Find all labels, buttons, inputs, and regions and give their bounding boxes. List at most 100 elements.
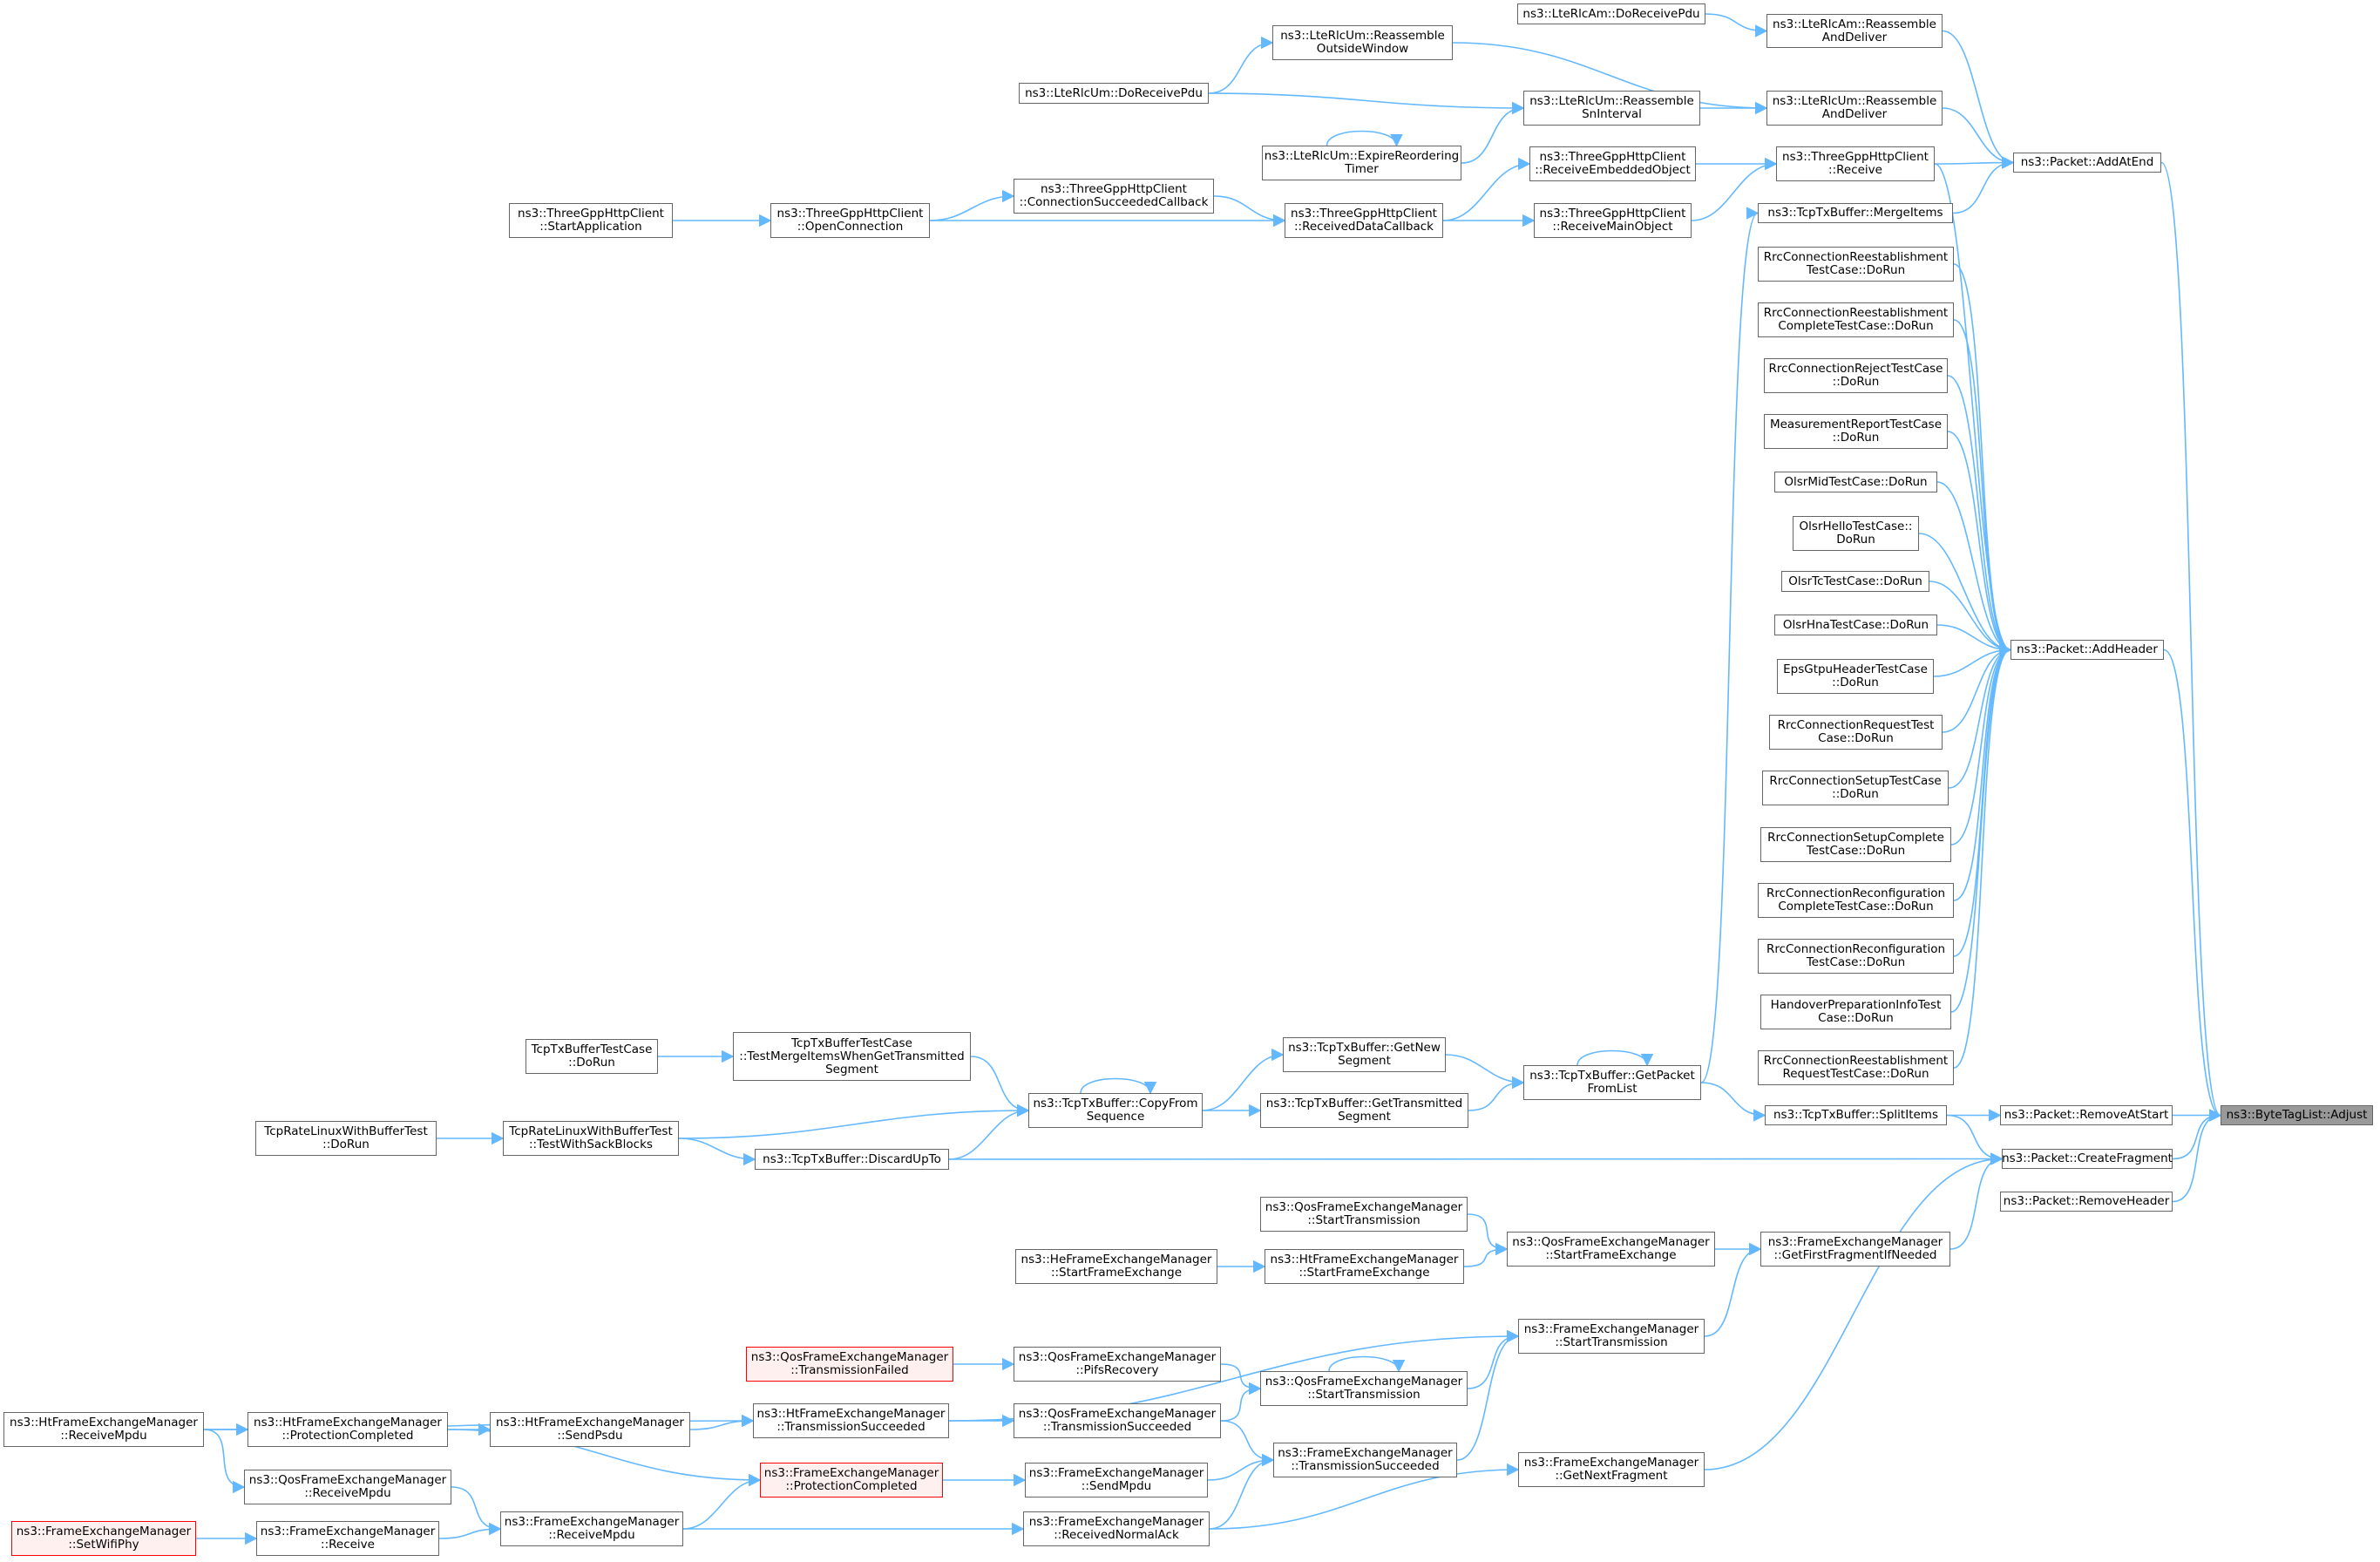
node-http-receiveddata[interactable]: ns3::ThreeGppHttpClient ::ReceivedDataCa… [1285,203,1443,238]
node-qos-transmissionsucceeded[interactable]: ns3::QosFrameExchangeManager ::Transmiss… [1014,1403,1221,1438]
node-ht-receivempdu[interactable]: ns3::HtFrameExchangeManager ::ReceiveMpd… [3,1412,204,1447]
node-tcpbuf-testmerge[interactable]: TcpTxBufferTestCase ::TestMergeItemsWhen… [733,1032,971,1081]
node-olsr-tc[interactable]: OlsrTcTestCase::DoRun [1781,571,1929,592]
node-label: RrcConnectionRequestTest Case::DoRun [1777,718,1935,745]
node-tcp-splititems[interactable]: ns3::TcpTxBuffer::SplitItems [1765,1105,1947,1125]
node-packet-addatend[interactable]: ns3::Packet::AddAtEnd [2013,153,2161,173]
node-tcprate-testsack[interactable]: TcpRateLinuxWithBufferTest ::TestWithSac… [503,1121,679,1156]
edge-tcp_getnewsegment-to-tcp_getpacketfromlist [1445,1054,1525,1090]
edge-lterlcam_doreceivepdu-to-lterlcam_reassemble [1705,13,1768,37]
node-olsr-hello[interactable]: OlsrHelloTestCase:: DoRun [1793,516,1919,551]
node-handover-prep[interactable]: HandoverPreparationInfoTest Case::DoRun [1760,995,1951,1029]
node-rrc-reest-complete[interactable]: RrcConnectionReestablishment CompleteTes… [1758,302,1954,337]
node-packet-addheader[interactable]: ns3::Packet::AddHeader [2010,640,2164,660]
node-tcp-copyfromsequence[interactable]: ns3::TcpTxBuffer::CopyFrom Sequence [1028,1093,1203,1128]
node-label: OlsrHnaTestCase::DoRun [1782,617,1929,632]
node-tcp-gettransmitted[interactable]: ns3::TcpTxBuffer::GetTransmitted Segment [1260,1093,1468,1128]
node-http-receive[interactable]: ns3::ThreeGppHttpClient ::Receive [1776,146,1935,181]
edge-tcp_gettransmitted-to-tcp_getpacketfromlist [1468,1076,1525,1111]
edge-lterlcum_reassemble_outside-to-lterlcum_reassemble_deliver [1452,42,1768,115]
node-fem-sendmpdu[interactable]: ns3::FrameExchangeManager ::SendMpdu [1025,1463,1208,1497]
edge-qos_receivempdu-to-fem_receivempdu [451,1486,502,1536]
node-qos-starttransmission-top[interactable]: ns3::QosFrameExchangeManager ::StartTran… [1260,1197,1468,1232]
edge-qos_starttransmission-to-qos_starttransmission [1328,1355,1406,1373]
node-tcp-mergeitems[interactable]: ns3::TcpTxBuffer::MergeItems [1758,203,1953,223]
node-lterlcum-expire[interactable]: ns3::LteRlcUm::ExpireReordering Timer [1262,146,1461,180]
node-tcpbuf-testcase-dorun[interactable]: TcpTxBufferTestCase ::DoRun [525,1039,658,1074]
node-eps-gtpu[interactable]: EpsGtpuHeaderTestCase ::DoRun [1777,659,1934,694]
node-packet-removeatstart[interactable]: ns3::Packet::RemoveAtStart [2000,1105,2173,1125]
node-rrc-reest-request[interactable]: RrcConnectionReestablishment RequestTest… [1758,1050,1954,1085]
node-qos-transmissionfailed[interactable]: ns3::QosFrameExchangeManager ::Transmiss… [746,1347,953,1382]
node-tcp-getpacketfromlist[interactable]: ns3::TcpTxBuffer::GetPacket FromList [1523,1065,1701,1100]
node-olsr-hna[interactable]: OlsrHnaTestCase::DoRun [1774,615,1937,635]
node-fem-getnextfragment[interactable]: ns3::FrameExchangeManager ::GetNextFragm… [1518,1452,1705,1487]
edge-lterlcum_expire-to-lterlcum_reassemble_sn [1461,101,1525,164]
node-http-receivemain[interactable]: ns3::ThreeGppHttpClient ::ReceiveMainObj… [1534,203,1692,238]
node-ht-startframeexchange[interactable]: ns3::HtFrameExchangeManager ::StartFrame… [1265,1249,1464,1284]
node-lterlcam-doreceivepdu[interactable]: ns3::LteRlcAm::DoReceivePdu [1517,3,1705,24]
node-qos-starttransmission[interactable]: ns3::QosFrameExchangeManager ::StartTran… [1260,1371,1468,1406]
node-ht-transmissionsucceeded[interactable]: ns3::HtFrameExchangeManager ::Transmissi… [753,1403,949,1438]
node-http-openconn[interactable]: ns3::ThreeGppHttpClient ::OpenConnection [770,203,930,238]
node-olsr-mid[interactable]: OlsrMidTestCase::DoRun [1774,472,1937,492]
node-label: MeasurementReportTestCase ::DoRun [1769,418,1943,445]
edge-qos_starttransmission_top-to-qos_startframeexchange [1467,1213,1509,1256]
node-fem-receivempdu[interactable]: ns3::FrameExchangeManager ::ReceiveMpdu [500,1511,683,1546]
node-qos-receivempdu[interactable]: ns3::QosFrameExchangeManager ::ReceiveMp… [244,1470,451,1504]
node-rrc-reconf[interactable]: RrcConnectionReconfiguration TestCase::D… [1758,939,1954,974]
node-lterlcum-doreceivepdu[interactable]: ns3::LteRlcUm::DoReceivePdu [1019,83,1209,104]
node-http-receiveembedded[interactable]: ns3::ThreeGppHttpClient ::ReceiveEmbedde… [1529,146,1696,181]
edge-fem_starttransmission-to-fem_getfirstfragment [1704,1242,1762,1337]
node-label: EpsGtpuHeaderTestCase ::DoRun [1783,662,1928,689]
node-label: TcpTxBufferTestCase ::DoRun [531,1042,653,1070]
node-meas-report[interactable]: MeasurementReportTestCase ::DoRun [1764,414,1948,449]
edge-rrc_reest_dorun-to-packet_addheader [1953,263,2012,656]
node-tcp-getnewsegment[interactable]: ns3::TcpTxBuffer::GetNew Segment [1283,1037,1446,1072]
node-packet-removeheader[interactable]: ns3::Packet::RemoveHeader [2000,1192,2173,1212]
node-qos-startframeexchange[interactable]: ns3::QosFrameExchangeManager ::StartFram… [1507,1232,1715,1267]
node-fem-getfirstfragment[interactable]: ns3::FrameExchangeManager ::GetFirstFrag… [1760,1232,1950,1267]
node-label: ns3::HtFrameExchangeManager ::ReceiveMpd… [10,1416,198,1443]
node-ht-sendpsdu[interactable]: ns3::HtFrameExchangeManager ::SendPsdu [490,1412,690,1447]
node-lterlcum-reassemble-deliver[interactable]: ns3::LteRlcUm::Reassemble AndDeliver [1766,91,1943,126]
node-http-startapp[interactable]: ns3::ThreeGppHttpClient ::StartApplicati… [509,203,673,238]
node-fem-protectioncompleted[interactable]: ns3::FrameExchangeManager ::ProtectionCo… [760,1463,943,1497]
edge-handover_prep-to-packet_addheader [1950,643,2012,1013]
node-rrc-reject[interactable]: RrcConnectionRejectTestCase ::DoRun [1764,358,1948,393]
node-rrc-setup[interactable]: RrcConnectionSetupTestCase ::DoRun [1762,771,1949,805]
node-label: ns3::ThreeGppHttpClient ::ReceiveMainObj… [1539,207,1686,234]
node-rrc-setup-complete[interactable]: RrcConnectionSetupComplete TestCase::DoR… [1760,827,1951,862]
node-tcprate-dorun[interactable]: TcpRateLinuxWithBufferTest ::DoRun [255,1121,437,1156]
node-fem-receive[interactable]: ns3::FrameExchangeManager ::Receive [256,1521,439,1556]
node-he-startframeexchange[interactable]: ns3::HeFrameExchangeManager ::StartFrame… [1015,1249,1217,1284]
edge-tcp_copyfromsequence-to-tcp_copyfromsequence [1080,1077,1157,1095]
edge-qos_transmissionsucceeded-to-fem_transmissionsucceeded [1220,1420,1275,1467]
node-rrc-request[interactable]: RrcConnectionRequestTest Case::DoRun [1769,715,1943,750]
node-tcp-discardupto[interactable]: ns3::TcpTxBuffer::DiscardUpTo [755,1149,949,1170]
node-http-connsucceeded[interactable]: ns3::ThreeGppHttpClient ::ConnectionSucc… [1014,179,1214,214]
node-fem-receivednormalack[interactable]: ns3::FrameExchangeManager ::ReceivedNorm… [1023,1511,1210,1546]
node-rrc-reconf-complete[interactable]: RrcConnectionReconfiguration CompleteTes… [1758,883,1954,918]
node-lterlcum-reassemble-sn[interactable]: ns3::LteRlcUm::Reassemble SnInterval [1523,91,1700,126]
node-label: ns3::ThreeGppHttpClient ::ReceivedDataCa… [1291,207,1437,234]
node-label: ns3::TcpTxBuffer::CopyFrom Sequence [1033,1097,1198,1124]
edge-rrc_reest_request-to-packet_addheader [1953,643,2012,1069]
edge-fem_transmissionsucceeded-to-fem_starttransmission [1456,1329,1520,1461]
node-lterlcum-reassemble-outside[interactable]: ns3::LteRlcUm::Reassemble OutsideWindow [1272,25,1453,60]
node-ht-protectioncompleted[interactable]: ns3::HtFrameExchangeManager ::Protection… [247,1412,448,1447]
node-bytetaglist-adjust[interactable]: ns3::ByteTagList::Adjust [2221,1105,2373,1125]
node-packet-createfragment[interactable]: ns3::Packet::CreateFragment [2002,1149,2173,1169]
node-fem-transmissionsucceeded[interactable]: ns3::FrameExchangeManager ::Transmission… [1273,1443,1457,1477]
node-fem-starttransmission[interactable]: ns3::FrameExchangeManager ::StartTransmi… [1518,1319,1705,1354]
edge-lterlcum_doreceivepdu-to-lterlcum_reassemble_sn [1208,92,1525,115]
node-fem-setwifiphy[interactable]: ns3::FrameExchangeManager ::SetWifiPhy [11,1521,196,1556]
edge-tcprate_testsack-to-tcp_copyfromsequence [678,1104,1030,1139]
edge-rrc_reconf_complete-to-packet_addheader [1953,643,2012,901]
edge-packet_removeheader-to-bytetaglist_adjust [2172,1109,2222,1203]
node-rrc-reest-dorun[interactable]: RrcConnectionReestablishment TestCase::D… [1758,247,1954,282]
node-qos-pifsrecovery[interactable]: ns3::QosFrameExchangeManager ::PifsRecov… [1014,1347,1221,1382]
node-lterlcam-reassemble[interactable]: ns3::LteRlcAm::Reassemble AndDeliver [1766,14,1943,48]
node-label: RrcConnectionReestablishment CompleteTes… [1763,306,1949,333]
